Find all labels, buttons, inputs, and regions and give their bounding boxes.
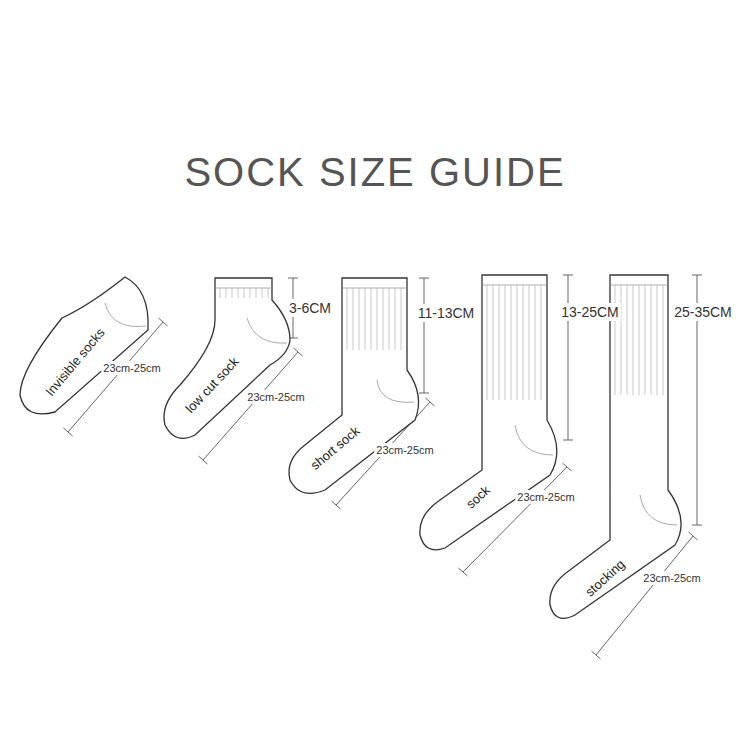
dimension-label: 3-6CM (287, 299, 333, 317)
sock-outline: Invisible socks (15, 270, 160, 425)
dimension-label: 11-13CM (416, 304, 477, 322)
dimension-label: 23cm-25cm (641, 571, 702, 585)
dimension-label: 23cm-25cm (245, 390, 306, 404)
dimension-label: 23cm-25cm (515, 490, 576, 504)
sock-outline: low cut sock (160, 272, 295, 450)
dimension-label: 23cm-25cm (374, 443, 435, 457)
dimension-label: 13-25CM (559, 303, 621, 321)
dimension-label: 23cm-25cm (101, 361, 162, 375)
guide-title: SOCK SIZE GUIDE (0, 150, 750, 195)
dimension-label: 25-35CM (672, 303, 734, 321)
